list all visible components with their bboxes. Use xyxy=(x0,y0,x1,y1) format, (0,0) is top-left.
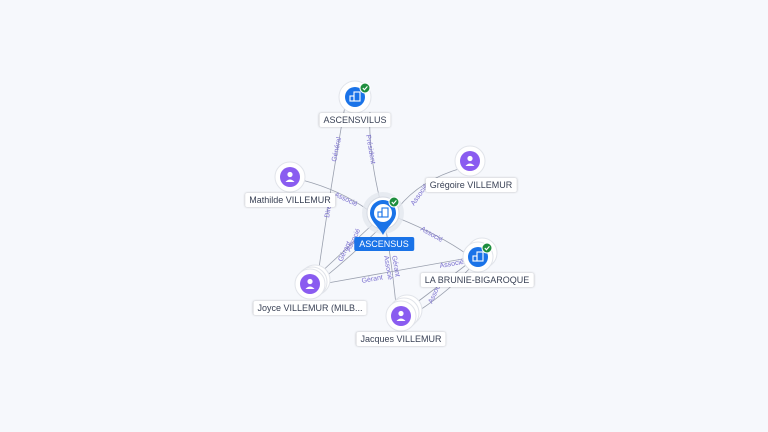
node-ascensvilus[interactable] xyxy=(338,80,372,114)
verified-badge-icon xyxy=(481,242,493,254)
node-mathilde[interactable] xyxy=(274,161,306,193)
building-icon xyxy=(472,251,484,262)
edge-ascensvilus-joyce xyxy=(317,105,346,276)
node-label-labrunie[interactable]: LA BRUNIE-BIGAROQUE xyxy=(420,273,534,287)
node-label-joyce[interactable]: Joyce VILLEMUR (MILB... xyxy=(253,301,367,315)
node-center[interactable] xyxy=(362,192,404,235)
node-label-ascensvilus[interactable]: ASCENSVILUS xyxy=(319,113,391,127)
edge-label-associe-labrunie: Associé xyxy=(419,226,444,244)
edge-gregoire-center xyxy=(397,167,463,209)
graph-nodes xyxy=(274,80,498,332)
person-icon xyxy=(396,310,406,321)
person-icon xyxy=(305,278,315,289)
node-gregoire[interactable] xyxy=(454,145,486,177)
verified-badge-icon xyxy=(359,82,371,94)
building-icon xyxy=(349,91,361,102)
node-label-center[interactable]: ASCENSUS xyxy=(354,237,414,251)
edge-label-directeur: Direc xyxy=(324,201,334,219)
edge-label-general: Général xyxy=(331,136,343,162)
node-jacques[interactable] xyxy=(385,294,423,332)
edge-label-president: Président xyxy=(364,134,376,164)
edge-label-gerant-jacques: Gérant xyxy=(390,255,401,277)
person-icon xyxy=(465,155,475,166)
node-label-gregoire[interactable]: Grégoire VILLEMUR xyxy=(425,178,517,192)
verified-badge-icon xyxy=(388,196,400,208)
person-icon xyxy=(285,171,295,182)
edge-label-gerant-bottom: Gérant xyxy=(361,274,383,285)
edge-joyce-labrunie xyxy=(321,257,469,285)
node-label-mathilde[interactable]: Mathilde VILLEMUR xyxy=(245,193,335,207)
edge-joyce-center-2 xyxy=(323,229,379,279)
edge-label-associe-jacques: Associé xyxy=(382,255,393,280)
node-label-jacques[interactable]: Jacques VILLEMUR xyxy=(356,332,446,346)
edge-label-associe-bottom: Associé xyxy=(439,259,464,270)
edge-mathilde-center xyxy=(301,179,369,211)
edge-center-labrunie xyxy=(397,217,469,256)
edge-jacques-center xyxy=(385,229,397,306)
node-joyce[interactable] xyxy=(294,264,331,300)
edge-label-associe-mathilde: Associé xyxy=(333,191,358,208)
node-labrunie[interactable] xyxy=(462,237,498,273)
building-icon xyxy=(377,207,389,218)
edge-labrunie-jacques-2 xyxy=(419,267,471,311)
